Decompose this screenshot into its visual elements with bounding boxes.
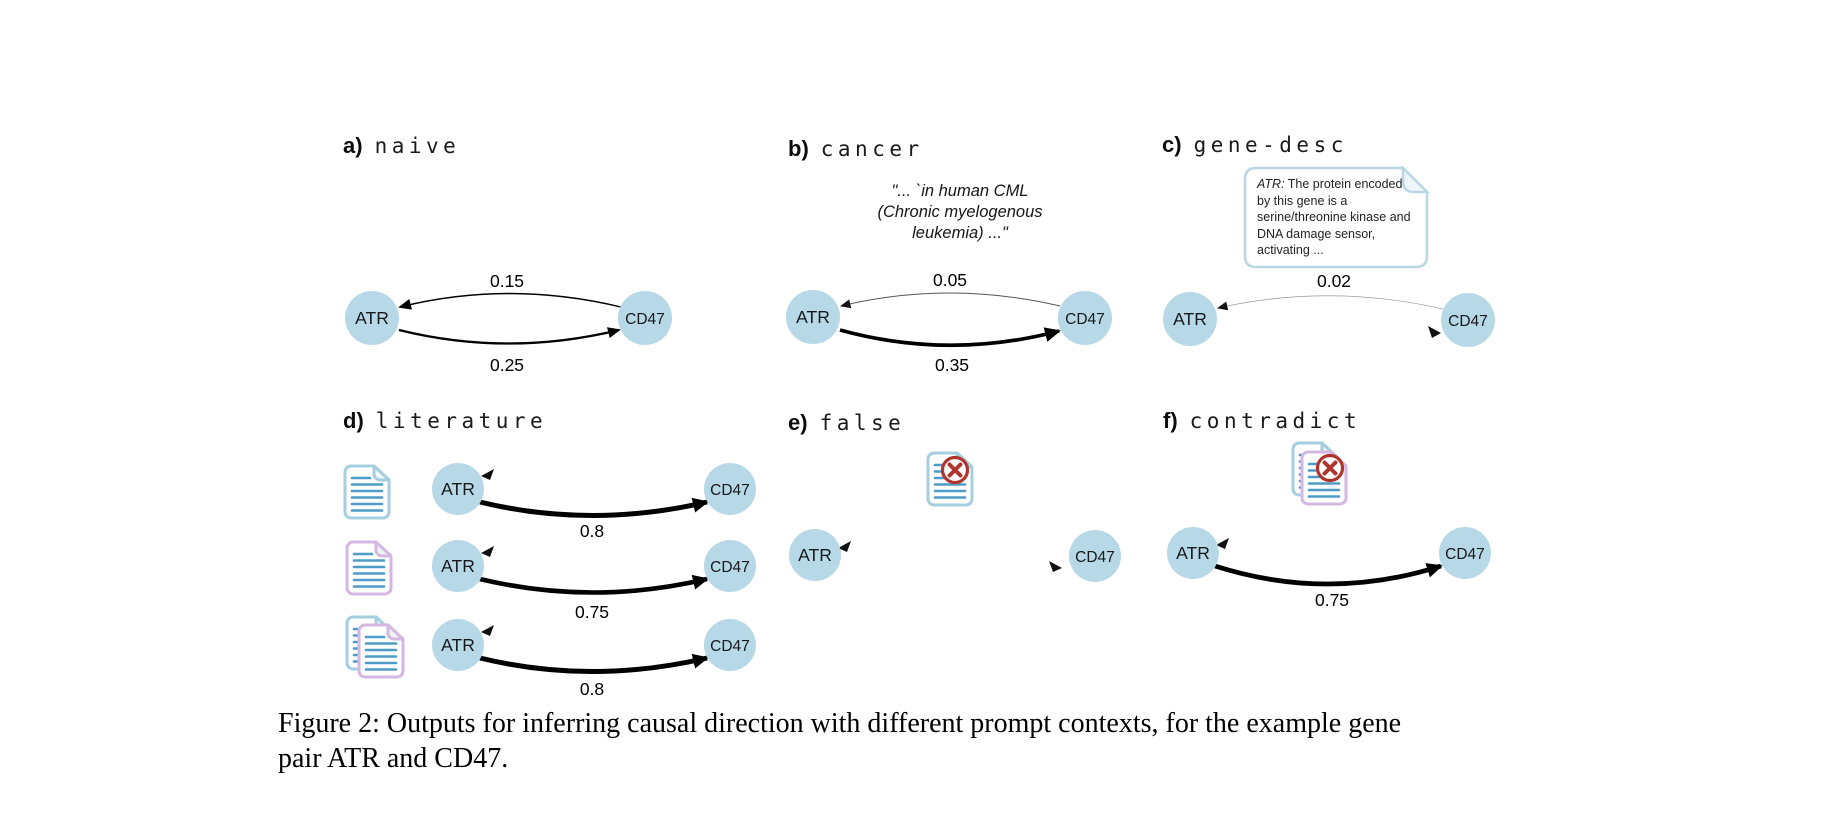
weight-f: 0.75 bbox=[1315, 590, 1349, 610]
node-cd47-label: CD47 bbox=[1075, 549, 1115, 566]
node-cd47-label: CD47 bbox=[710, 482, 750, 499]
node-cd47-label: CD47 bbox=[710, 638, 750, 655]
node-atr-label: ATR bbox=[441, 479, 475, 499]
weight-c-top: 0.02 bbox=[1317, 271, 1351, 291]
gene-description-body: The protein encoded by this gene is a se… bbox=[1257, 177, 1411, 257]
panel-b-tag: b) bbox=[788, 136, 809, 161]
arrowhead-e-into-cd47 bbox=[1049, 561, 1062, 572]
node-cd47 bbox=[1439, 527, 1491, 579]
arrowhead-e-into-atr bbox=[838, 541, 851, 552]
node-atr bbox=[789, 529, 841, 581]
panel-a-tag: a) bbox=[343, 133, 363, 158]
weight-a-bottom: 0.25 bbox=[490, 355, 524, 375]
document-icon bbox=[345, 540, 393, 596]
gene-description-note-box bbox=[1243, 166, 1429, 269]
document-icon bbox=[343, 464, 391, 520]
cancer-context-quote: "... `in human CML (Chronic myelogenous … bbox=[838, 181, 1082, 244]
node-atr bbox=[1167, 527, 1219, 579]
edge-b-atr-to-cd47 bbox=[839, 327, 1061, 348]
panel-e-graph: ATR CD47 bbox=[789, 451, 1121, 582]
node-atr-label: ATR bbox=[355, 308, 389, 328]
panel-c-label: c) gene-desc bbox=[1162, 132, 1348, 158]
quote-line-3: leukemia) ..." bbox=[912, 224, 1008, 242]
panel-e-label: e) false bbox=[788, 410, 905, 436]
panel-e-name: false bbox=[819, 411, 906, 435]
gene-name-prefix: ATR: bbox=[1257, 177, 1285, 191]
note-box-folded-corner bbox=[1401, 164, 1431, 194]
edge-a-cd47-to-atr bbox=[398, 292, 622, 310]
node-cd47-label: CD47 bbox=[1065, 311, 1105, 328]
node-cd47-label: CD47 bbox=[625, 311, 665, 328]
node-cd47 bbox=[1058, 291, 1112, 345]
document-stack-icon bbox=[345, 615, 405, 679]
panel-f-graph: 0.75 ATR CD47 bbox=[1167, 441, 1491, 610]
node-atr bbox=[345, 291, 399, 345]
arrowhead-d2-into-atr bbox=[481, 546, 494, 557]
edge-f-atr-to-cd47 bbox=[1214, 563, 1443, 587]
node-cd47-label: CD47 bbox=[710, 559, 750, 576]
node-cd47 bbox=[1441, 293, 1495, 347]
weight-d3: 0.8 bbox=[580, 679, 604, 699]
node-cd47-label: CD47 bbox=[1448, 313, 1488, 330]
weight-b-top: 0.05 bbox=[933, 270, 967, 290]
panel-e-tag: e) bbox=[788, 410, 808, 435]
panel-f-tag: f) bbox=[1163, 408, 1178, 433]
node-atr-label: ATR bbox=[796, 307, 830, 327]
panel-b-label: b) cancer bbox=[788, 136, 924, 162]
edge-c-cd47-to-atr bbox=[1217, 295, 1444, 311]
panel-f-name: contradict bbox=[1189, 409, 1362, 433]
node-atr-label: ATR bbox=[798, 545, 832, 565]
figure-caption-line-2: pair ATR and CD47. bbox=[278, 743, 509, 774]
arrowhead-c-into-cd47 bbox=[1428, 326, 1441, 338]
panel-d-name: literature bbox=[375, 409, 548, 433]
node-cd47 bbox=[1069, 530, 1121, 582]
arrowhead-f-into-atr bbox=[1216, 538, 1229, 549]
weight-d1: 0.8 bbox=[580, 521, 604, 541]
node-atr bbox=[786, 290, 840, 344]
panel-b-name: cancer bbox=[820, 137, 924, 161]
edge-d3-atr-to-cd47 bbox=[479, 653, 709, 674]
edge-d1-atr-to-cd47 bbox=[479, 497, 709, 518]
node-cd47 bbox=[618, 291, 672, 345]
panel-d-graph: 0.8 ATR CD47 0.75 ATR CD47 0.8 ATR bbox=[343, 463, 756, 699]
node-cd47 bbox=[704, 540, 756, 592]
node-atr-label: ATR bbox=[1173, 309, 1207, 329]
edge-b-cd47-to-atr bbox=[840, 292, 1061, 309]
panel-d-tag: d) bbox=[343, 408, 364, 433]
node-cd47-label: CD47 bbox=[1445, 546, 1485, 563]
crossed-document-icon bbox=[926, 451, 974, 507]
arrowhead-d1-into-atr bbox=[481, 469, 494, 480]
panel-f-label: f) contradict bbox=[1163, 408, 1361, 434]
gene-description-text: ATR: The protein encoded by this gene is… bbox=[1257, 176, 1419, 259]
node-atr bbox=[1163, 292, 1217, 346]
panel-c-graph: 0.02 ATR CD47 bbox=[1163, 164, 1495, 347]
quote-line-1: "... `in human CML bbox=[891, 182, 1029, 200]
panel-c-name: gene-desc bbox=[1193, 133, 1348, 157]
node-atr bbox=[432, 463, 484, 515]
node-atr bbox=[432, 540, 484, 592]
edge-a-atr-to-cd47 bbox=[398, 327, 621, 345]
weight-d2: 0.75 bbox=[575, 602, 609, 622]
node-cd47 bbox=[704, 619, 756, 671]
edge-d2-atr-to-cd47 bbox=[479, 574, 709, 595]
node-atr-label: ATR bbox=[1176, 543, 1210, 563]
node-atr-label: ATR bbox=[441, 635, 475, 655]
panel-b-graph: 0.05 0.35 ATR CD47 bbox=[786, 270, 1112, 375]
weight-a-top: 0.15 bbox=[490, 271, 524, 291]
node-atr bbox=[432, 619, 484, 671]
figure-caption-line-1: Figure 2: Outputs for inferring causal d… bbox=[278, 708, 1402, 739]
panel-c-tag: c) bbox=[1162, 132, 1182, 157]
panel-a-name: naive bbox=[374, 134, 461, 158]
node-cd47 bbox=[704, 463, 756, 515]
arrowhead-d3-into-atr bbox=[481, 625, 494, 636]
crossed-document-stack-icon bbox=[1291, 441, 1348, 506]
panel-a-graph: 0.15 0.25 ATR CD47 bbox=[345, 271, 672, 375]
node-atr-label: ATR bbox=[441, 556, 475, 576]
weight-b-bottom: 0.35 bbox=[935, 355, 969, 375]
panel-a-label: a) naive bbox=[343, 133, 460, 159]
quote-line-2: (Chronic myelogenous bbox=[877, 203, 1043, 221]
panel-d-label: d) literature bbox=[343, 408, 547, 434]
